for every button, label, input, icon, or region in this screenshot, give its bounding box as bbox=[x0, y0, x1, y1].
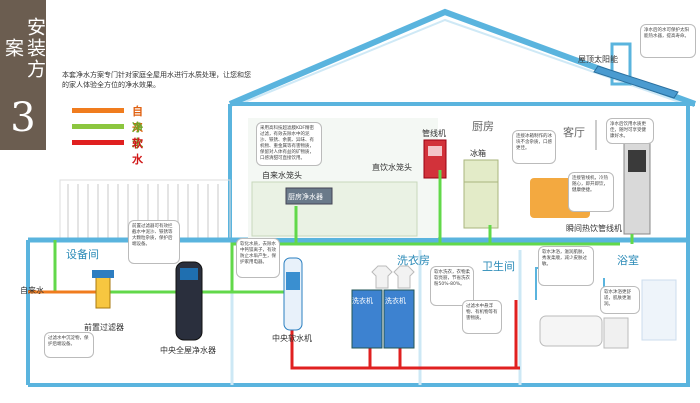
note-laundry: 软水洗衣，衣物柔软亮丽，节省洗衣粉50%-80%。 bbox=[430, 266, 474, 306]
label-fridge: 冰箱 bbox=[470, 149, 486, 158]
central-purifier-unit bbox=[175, 261, 203, 341]
scheme-title: 安装方案 bbox=[2, 16, 46, 80]
roof-inner bbox=[239, 18, 686, 105]
label-kitchen-purifier: 厨房净水器 bbox=[288, 193, 323, 201]
label-instant-hot: 瞬间热饮管线机 bbox=[566, 224, 622, 233]
pipeline-machine-unit bbox=[423, 139, 447, 179]
label-washer-1: 洗衣机 bbox=[352, 297, 373, 305]
note-pipeline: 连接冰箱制作的冰块不含杂质，口感更佳。 bbox=[512, 130, 556, 164]
intro-text: 本套净水方案专门针对家庭全屋用水进行水质处理，让您和您的家人体验全方位的净水效果… bbox=[62, 71, 251, 89]
room-equipment: 设备间 bbox=[66, 248, 99, 261]
note-living-2: 净水后饮用水质更佳，随时可享受健康好水。 bbox=[606, 118, 654, 144]
label-central-purifier: 中央全屋净水器 bbox=[160, 346, 216, 355]
label-pipeline-machine: 管线机 bbox=[422, 129, 446, 138]
central-softener-unit bbox=[283, 257, 303, 331]
label-central-softener: 中央软水机 bbox=[272, 334, 312, 343]
room-kitchen: 厨房 bbox=[472, 120, 494, 133]
toilet bbox=[603, 317, 629, 349]
pre-filter-unit bbox=[95, 275, 111, 309]
legend-label-soft: 软水 bbox=[132, 137, 143, 166]
washer-1 bbox=[351, 289, 383, 349]
note-solar: 净水后的水可保护太阳能热水器，提高寿命。 bbox=[640, 24, 696, 58]
legend-label-pure: 净水 bbox=[132, 121, 143, 150]
bathtub bbox=[539, 315, 603, 347]
note-bathroom: 软水沐浴，滋润肌肤，秀发柔顺，减少皮肤过敏。 bbox=[538, 246, 594, 286]
scheme-tab: 安装方案 3 bbox=[0, 0, 46, 150]
solar-panel bbox=[593, 65, 679, 99]
label-washer-2: 洗衣机 bbox=[385, 297, 406, 305]
room-laundry: 洗衣房 bbox=[397, 254, 430, 267]
label-pre-filter: 前置过滤器 bbox=[84, 323, 124, 332]
note-equipment-2: 过滤水中悬浮物、有机物等有害物质。 bbox=[462, 300, 502, 334]
shower-cabin bbox=[641, 279, 677, 341]
washer-2 bbox=[383, 289, 415, 349]
note-softener: 软化水质，去除水中钙镁离子，有效防止水垢产生，保护家用电器。 bbox=[236, 238, 280, 278]
kitchen-purifier-unit bbox=[285, 187, 333, 205]
legend-swatch-pure bbox=[72, 124, 124, 129]
room-bathroom: 卫生间 bbox=[482, 260, 515, 273]
note-kitchen: 采用高科技超滤膜KDF精密过滤，有效去除水中的泥沙、铁锈、余氯、异味、有机物、重… bbox=[256, 122, 322, 166]
scheme-number: 3 bbox=[10, 95, 36, 141]
note-living: 连接管线机，冷热随心，即开即饮，健康便捷。 bbox=[568, 172, 614, 212]
legend-label-tap: 自来水 bbox=[132, 105, 143, 150]
note-bath: 软水沐浴更舒适，肌肤更滋润。 bbox=[600, 286, 640, 314]
legend-swatch-tap bbox=[72, 108, 124, 113]
label-solar: 屋顶太阳能 bbox=[578, 55, 618, 64]
label-tap-water: 自来水 bbox=[20, 286, 44, 295]
fridge-body bbox=[463, 159, 499, 229]
label-faucet: 自来水笼头 bbox=[262, 171, 302, 180]
label-drink-faucet: 直饮水笼头 bbox=[372, 163, 412, 172]
note-tap: 过滤水中沉淀物，保护后端设备。 bbox=[44, 332, 94, 358]
shirt-2 bbox=[393, 265, 415, 289]
chimney bbox=[610, 42, 632, 86]
room-living: 客厅 bbox=[563, 126, 585, 139]
note-equipment: 前置过滤器可有效拦截水中泥沙、铁锈等大颗粒杂质，保护后端设备。 bbox=[128, 220, 180, 264]
legend-swatch-soft bbox=[72, 140, 124, 145]
shirt-1 bbox=[371, 265, 393, 289]
room-shower: 浴室 bbox=[617, 254, 639, 267]
kitchen-counter bbox=[251, 181, 418, 237]
